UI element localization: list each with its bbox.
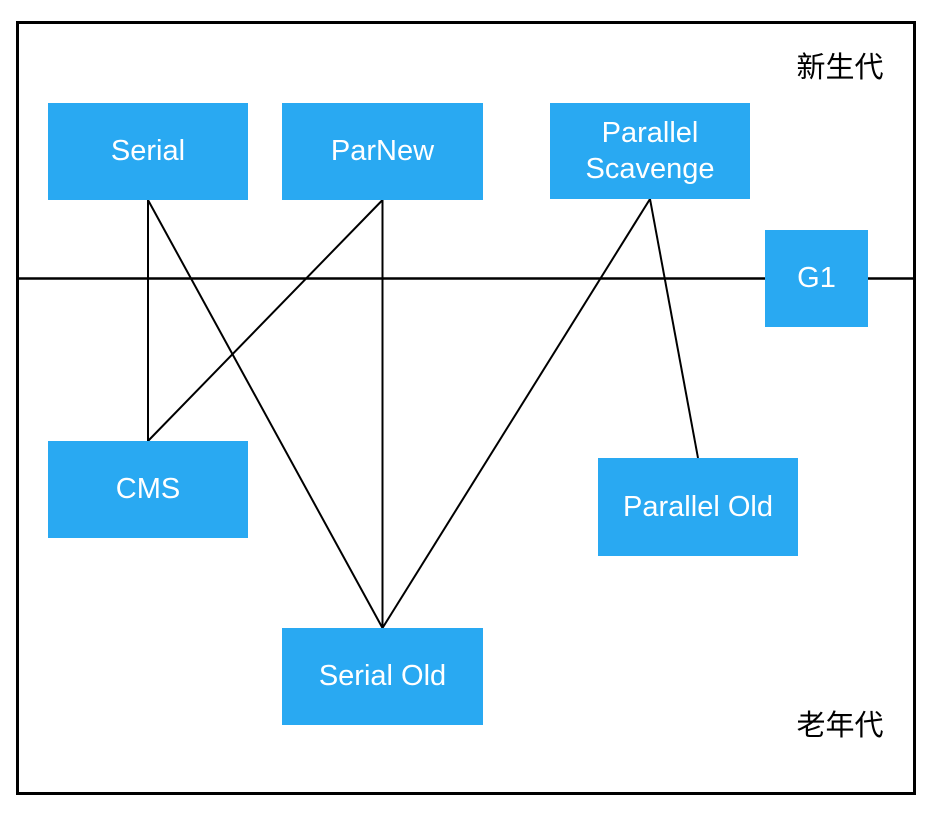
gc-node-label: Parallel Scavenge xyxy=(585,116,715,185)
gc-node-cms: CMS xyxy=(48,441,248,538)
gc-node-label: G1 xyxy=(797,262,836,295)
gc-node-parallel-scavenge: Parallel Scavenge xyxy=(550,103,750,199)
edge-parnew-to-cms xyxy=(147,199,384,442)
gc-node-label: Serial xyxy=(110,135,186,168)
edge-parallel-scavenge-to-parallel-old xyxy=(649,198,699,459)
gc-node-g1: G1 xyxy=(765,230,868,327)
old-generation-label: 老年代 xyxy=(796,710,884,742)
young-generation-label: 新生代 xyxy=(796,52,884,84)
gc-node-label: ParNew xyxy=(330,135,435,168)
gc-node-parnew: ParNew xyxy=(282,103,483,200)
edge-parallel-scavenge-to-serial-old xyxy=(381,198,651,629)
gc-node-label: Serial Old xyxy=(318,660,447,693)
gc-node-label: CMS xyxy=(115,473,181,506)
gc-node-serial-old: Serial Old xyxy=(282,628,483,725)
gc-node-serial: Serial xyxy=(48,103,248,200)
gc-node-label: Parallel Old xyxy=(623,490,773,523)
gc-node-parallel-old: Parallel Old xyxy=(598,458,798,556)
heap-frame xyxy=(16,21,916,795)
edge-serial-to-serial-old xyxy=(147,199,384,629)
